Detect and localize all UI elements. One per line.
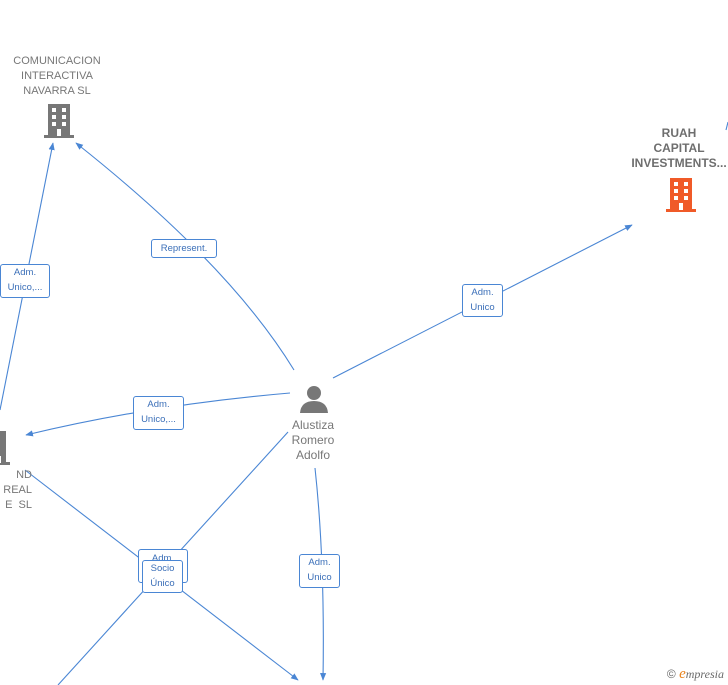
edge-label-text: Unico,... <box>141 414 176 425</box>
company-name-line: INVESTMENTS... <box>631 156 727 170</box>
company-name-line: CAPITAL <box>653 141 705 155</box>
person-name-line: Adolfo <box>295 448 331 462</box>
edge-label-represent[interactable]: Represent. <box>151 239 217 258</box>
building-icon[interactable] <box>666 178 696 218</box>
brand-initial: e <box>679 666 686 682</box>
company-label-ruah[interactable]: RUAH CAPITAL INVESTMENTS... <box>626 126 728 171</box>
company-name-line: E SL <box>5 499 32 511</box>
edge-label-text: Unico,... <box>7 282 43 293</box>
company-name-line: ND <box>16 469 32 481</box>
edge-label-text: Represent. <box>160 243 208 254</box>
edge-label-adm-unico[interactable]: Adm. Unico,... <box>133 396 184 430</box>
edge-label-text: Adm. <box>308 557 331 568</box>
edge-label-socio-unico[interactable]: Socio Único <box>142 560 183 593</box>
company-name-line: NAVARRA SL <box>23 85 91 97</box>
building-icon[interactable] <box>0 431 10 470</box>
edge-label-text: Único <box>150 578 175 589</box>
edge-label-adm-unico[interactable]: Adm. Unico,... <box>0 264 50 298</box>
edge-label-text: Adm. <box>151 553 175 564</box>
company-name-line: COMUNICACION <box>13 55 101 67</box>
copyright-symbol: © <box>666 667 676 681</box>
brand-name: mpresia <box>685 667 724 681</box>
company-name-line: REAL <box>3 484 32 496</box>
edge-person-to-comunicacion <box>75 142 295 371</box>
edge-label-adm-unico[interactable]: Adm. Unico <box>462 284 503 317</box>
company-name-line: RUAH <box>661 126 697 140</box>
edge-label-adm-unico[interactable]: Adm. Unico <box>299 554 340 588</box>
company-label-left[interactable]: ND REAL E SL <box>0 468 32 513</box>
building-icon[interactable] <box>44 104 74 143</box>
edge-label-text: Socio <box>150 563 175 574</box>
edge-label-text: Unico <box>307 572 332 583</box>
person-icon[interactable] <box>299 384 329 419</box>
person-name-line: Romero <box>291 433 335 447</box>
person-label[interactable]: Alustiza Romero Adolfo <box>272 418 354 463</box>
edge-label-text: Adm. <box>471 287 494 298</box>
person-name-line: Alustiza <box>291 418 335 432</box>
empresia-brand[interactable]: © empresia <box>667 666 724 683</box>
company-name-line: INTERACTIVA <box>21 70 93 82</box>
edge-label-text: Unico <box>470 302 495 313</box>
edge-label-text: Adm. <box>147 399 170 410</box>
company-label-comunicacion[interactable]: COMUNICACION INTERACTIVA NAVARRA SL <box>4 54 110 99</box>
edge-label-text: Adm. <box>13 267 37 278</box>
